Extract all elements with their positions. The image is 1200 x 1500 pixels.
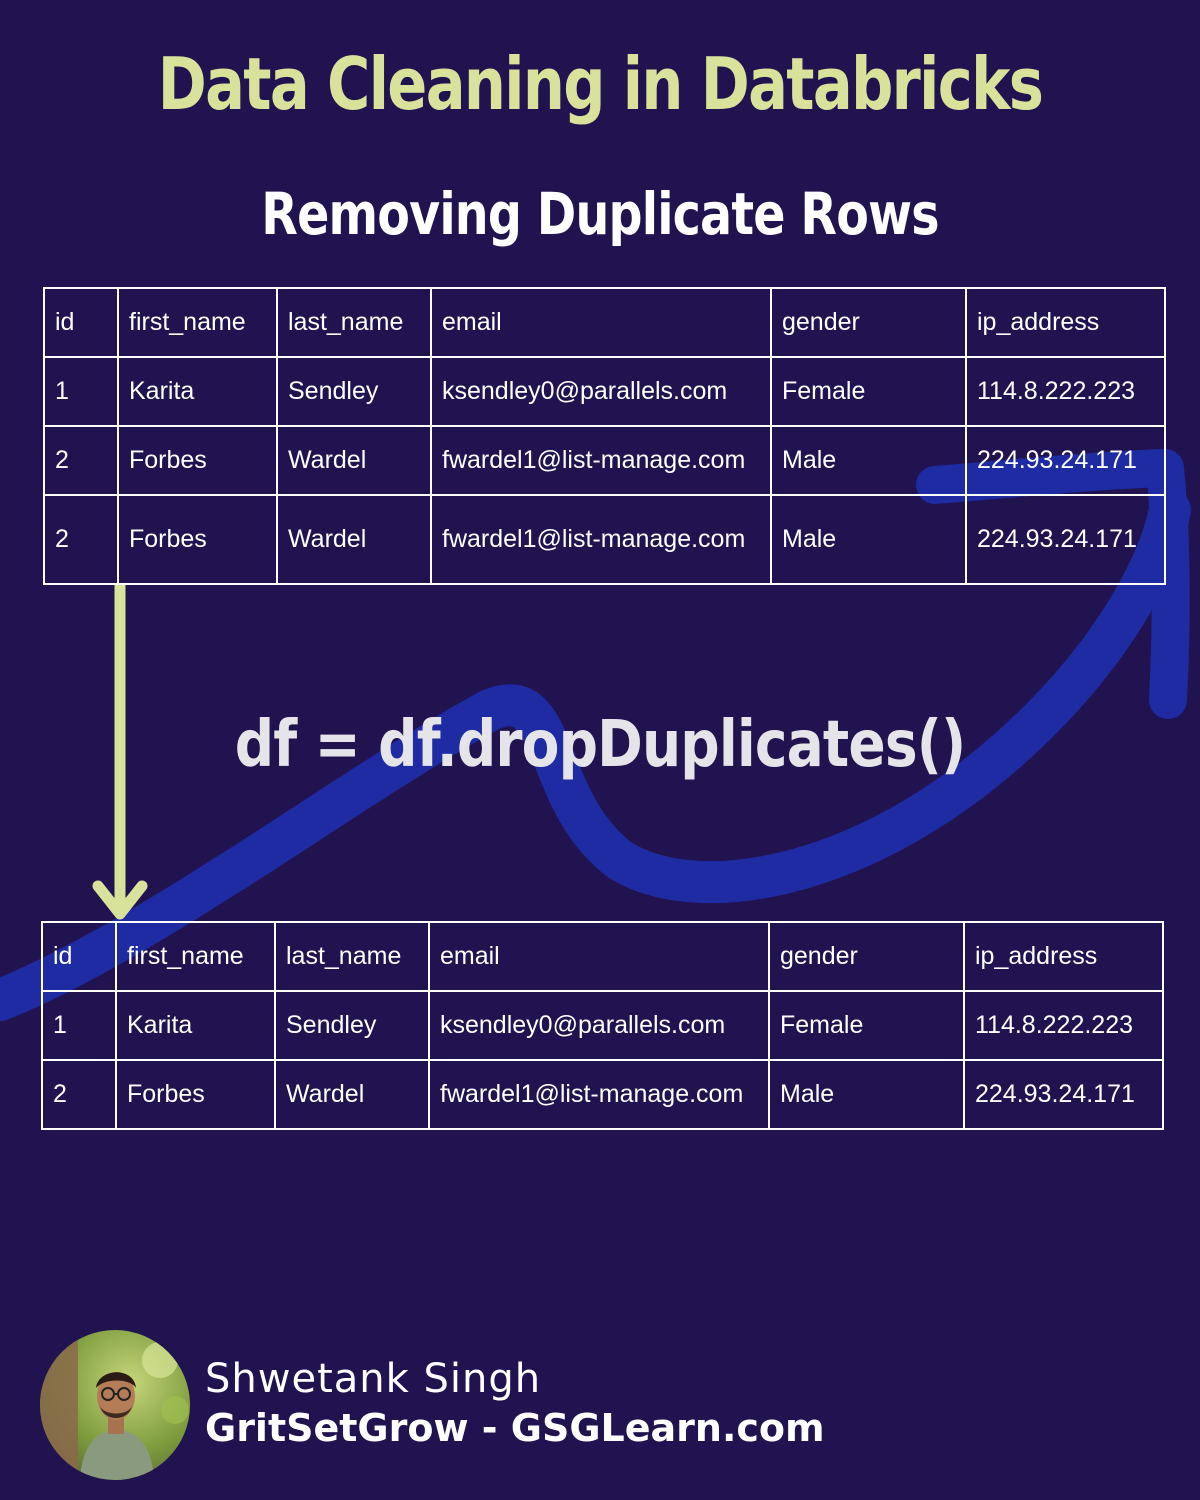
down-arrow-icon — [92, 584, 148, 920]
table-header-row: id first_name last_name email gender ip_… — [41, 921, 1164, 992]
cell-id: 2 — [43, 494, 119, 585]
header-email: email — [428, 921, 770, 992]
table-before-dedup: id first_name last_name email gender ip_… — [43, 287, 1166, 585]
cell-email: fwardel1@list-manage.com — [428, 1059, 770, 1130]
cell-id: 1 — [43, 356, 119, 427]
cell-last-name: Wardel — [274, 1059, 430, 1130]
table-row: 2 Forbes Wardel fwardel1@list-manage.com… — [43, 425, 1166, 496]
cell-first-name: Karita — [115, 990, 276, 1061]
cell-first-name: Forbes — [117, 494, 278, 585]
code-snippet: df = df.dropDuplicates() — [234, 708, 966, 782]
cell-email: ksendley0@parallels.com — [430, 356, 772, 427]
person-portrait-icon — [40, 1330, 190, 1480]
page-title: Data Cleaning in Databricks — [157, 42, 1044, 126]
header-email: email — [430, 287, 772, 358]
cell-last-name: Wardel — [276, 425, 432, 496]
header-ip-address: ip_address — [965, 287, 1166, 358]
cell-ip-address: 114.8.222.223 — [965, 356, 1166, 427]
cell-gender: Female — [768, 990, 965, 1061]
cell-gender: Male — [770, 494, 967, 585]
cell-ip-address: 114.8.222.223 — [963, 990, 1164, 1061]
author-website: GritSetGrow - GSGLearn.com — [205, 1406, 825, 1450]
header-first-name: first_name — [115, 921, 276, 992]
cell-ip-address: 224.93.24.171 — [965, 494, 1166, 585]
cell-ip-address: 224.93.24.171 — [965, 425, 1166, 496]
header-last-name: last_name — [274, 921, 430, 992]
cell-id: 2 — [43, 425, 119, 496]
cell-gender: Male — [770, 425, 967, 496]
cell-email: fwardel1@list-manage.com — [430, 425, 772, 496]
header-last-name: last_name — [276, 287, 432, 358]
table-row: 1 Karita Sendley ksendley0@parallels.com… — [43, 356, 1166, 427]
header-gender: gender — [770, 287, 967, 358]
header-first-name: first_name — [117, 287, 278, 358]
cell-ip-address: 224.93.24.171 — [963, 1059, 1164, 1130]
table-row: 1 Karita Sendley ksendley0@parallels.com… — [41, 990, 1164, 1061]
author-name: Shwetank Singh — [205, 1356, 542, 1402]
header-id: id — [41, 921, 117, 992]
cell-first-name: Forbes — [117, 425, 278, 496]
cell-id: 1 — [41, 990, 117, 1061]
cell-email: ksendley0@parallels.com — [428, 990, 770, 1061]
cell-last-name: Sendley — [276, 356, 432, 427]
cell-first-name: Forbes — [115, 1059, 276, 1130]
table-after-dedup: id first_name last_name email gender ip_… — [41, 921, 1164, 1130]
cell-email: fwardel1@list-manage.com — [430, 494, 772, 585]
cell-gender: Female — [770, 356, 967, 427]
cell-id: 2 — [41, 1059, 117, 1130]
cell-first-name: Karita — [117, 356, 278, 427]
cell-gender: Male — [768, 1059, 965, 1130]
header-ip-address: ip_address — [963, 921, 1164, 992]
table-row-duplicate: 2 Forbes Wardel fwardel1@list-manage.com… — [43, 494, 1166, 585]
header-gender: gender — [768, 921, 965, 992]
author-avatar — [40, 1330, 190, 1480]
cell-last-name: Sendley — [274, 990, 430, 1061]
page-subtitle: Removing Duplicate Rows — [261, 180, 939, 248]
table-row: 2 Forbes Wardel fwardel1@list-manage.com… — [41, 1059, 1164, 1130]
cell-last-name: Wardel — [276, 494, 432, 585]
table-header-row: id first_name last_name email gender ip_… — [43, 287, 1166, 358]
header-id: id — [43, 287, 119, 358]
